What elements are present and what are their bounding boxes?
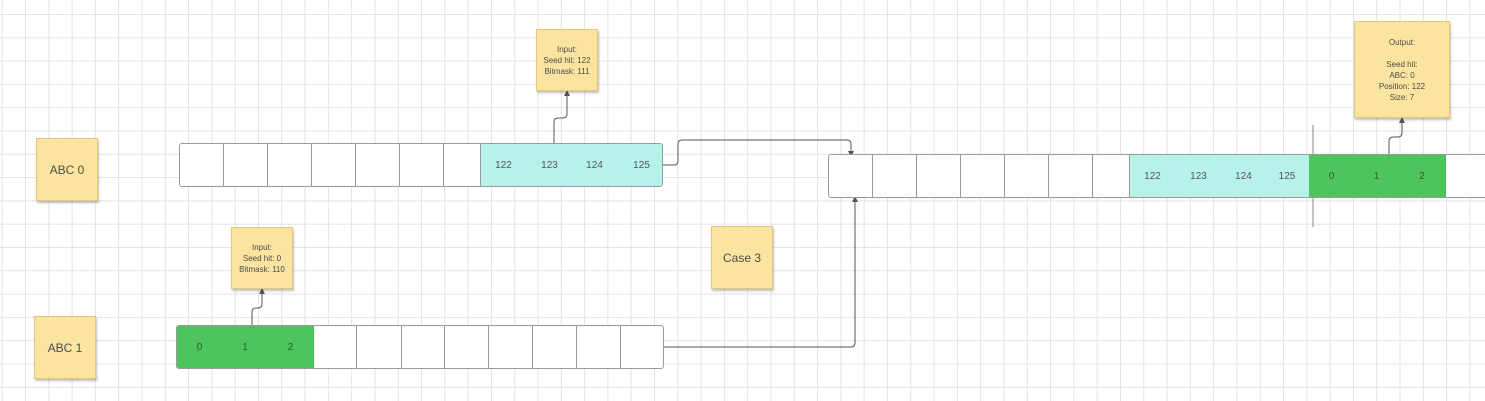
seq-cell-highlight: 2 — [1399, 155, 1446, 197]
connector-result-to-output-note — [1388, 117, 1405, 154]
note-line: ABC: 0 — [1389, 70, 1415, 80]
note-line: Bitmask: 110 — [239, 264, 285, 274]
note-line: Size: 7 — [1389, 92, 1415, 102]
seq-cell — [533, 326, 577, 368]
connector-abc1-to-input-note — [251, 288, 265, 325]
output-note: Output: Seed hit: ABC: 0 Position: 122 S… — [1354, 21, 1450, 118]
note-line — [1379, 48, 1425, 59]
seq-cell — [917, 155, 961, 197]
seq-cell — [829, 155, 873, 197]
seq-cell — [314, 326, 357, 368]
seq-cell — [444, 144, 481, 186]
seq-cell — [1005, 155, 1049, 197]
seq-cell — [224, 144, 268, 186]
label-abc0: ABC 0 — [36, 138, 98, 201]
seq-cell — [357, 326, 402, 368]
seq-cell-highlight: 1 — [223, 326, 268, 368]
sequence-result: 122 123 124 125 0 1 2 — [828, 154, 1485, 198]
input-note-abc0: Input: Seed hit: 122 Bitmask: 111 — [536, 29, 598, 91]
seq-cell — [873, 155, 917, 197]
seq-cell — [1093, 155, 1130, 197]
seq-cell-highlight: 123 — [1176, 155, 1222, 197]
label-abc1-text: ABC 1 — [47, 340, 83, 355]
seq-cell — [400, 144, 444, 186]
connector-abc0-to-input-note — [553, 90, 570, 143]
seq-cell — [489, 326, 533, 368]
seq-cell — [961, 155, 1005, 197]
label-case: Case 3 — [711, 226, 773, 289]
seq-cell-highlight: 122 — [1130, 155, 1176, 197]
label-abc1: ABC 1 — [34, 316, 96, 379]
note-line: Position: 122 — [1378, 81, 1426, 91]
seq-cell-highlight: 2 — [268, 326, 314, 368]
seq-cell — [312, 144, 356, 186]
seq-cell-highlight: 123 — [527, 144, 573, 186]
note-line: Seed hit: 122 — [543, 55, 591, 65]
seq-cell-highlight: 125 — [1266, 155, 1309, 197]
seq-cell-highlight: 0 — [177, 326, 223, 368]
seq-cell-highlight: 122 — [481, 144, 527, 186]
seq-cell — [445, 326, 489, 368]
seq-cell — [268, 144, 312, 186]
input-note-abc1: Input: Seed hit: 0 Bitmask: 110 — [231, 227, 293, 289]
seq-cell-highlight: 125 — [617, 144, 662, 186]
seq-cell-highlight: 0 — [1309, 155, 1355, 197]
seq-cell — [577, 326, 621, 368]
note-line: Output: — [1388, 37, 1416, 47]
note-line: Seed hit: — [1386, 59, 1418, 69]
seq-cell — [402, 326, 445, 368]
seq-cell-highlight: 124 — [1222, 155, 1266, 197]
seq-cell — [356, 144, 400, 186]
label-abc0-text: ABC 0 — [49, 162, 85, 177]
seq-cell — [621, 326, 663, 368]
connector-abc0-to-result — [663, 139, 854, 166]
seq-cell-highlight: 1 — [1355, 155, 1399, 197]
note-line: Seed hit: 0 — [242, 253, 282, 263]
note-line: Input: — [556, 44, 577, 54]
seq-cell — [1446, 155, 1482, 197]
note-line: Bitmask: 111 — [544, 66, 590, 76]
seq-cell-highlight: 124 — [573, 144, 617, 186]
sequence-abc1: 0 1 2 — [176, 325, 664, 369]
sequence-abc0: 122 123 124 125 — [179, 143, 663, 187]
seq-cell — [1049, 155, 1093, 197]
note-line: Input: — [251, 242, 272, 252]
connector-abc1-to-result — [664, 196, 858, 348]
seq-cell — [180, 144, 224, 186]
label-case-text: Case 3 — [722, 250, 762, 265]
